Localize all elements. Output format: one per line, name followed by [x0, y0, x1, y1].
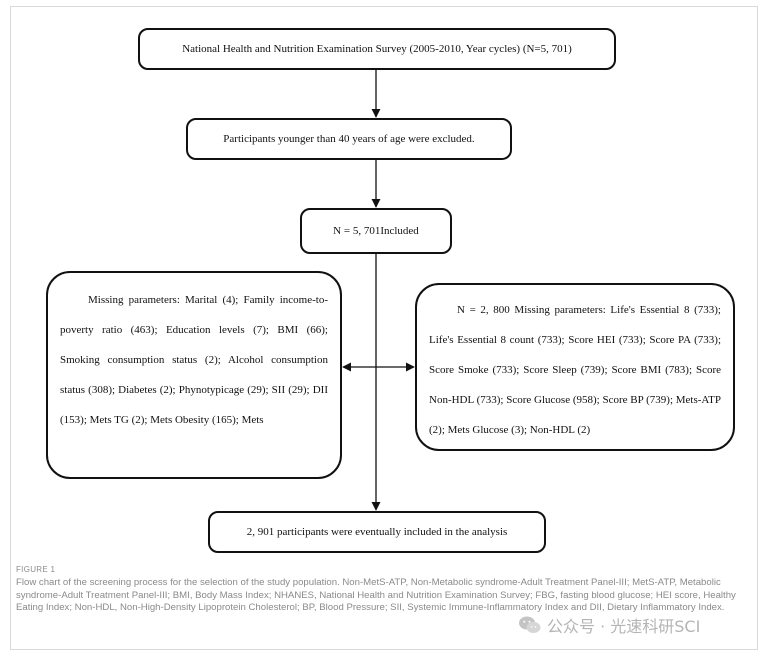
exclusion-box: Participants younger than 40 years of ag… — [186, 118, 512, 160]
missing-parameters-right-box: N = 2, 800 Missing parameters: Life's Es… — [415, 283, 735, 451]
survey-box-text: National Health and Nutrition Examinatio… — [182, 43, 572, 55]
included-box-text: N = 5, 701Included — [333, 225, 419, 237]
watermark: 公众号 · 光速科研SCI — [518, 613, 700, 637]
watermark-text: 公众号 · 光速科研SCI — [547, 617, 701, 636]
wechat-icon — [519, 616, 541, 633]
missing-left-text: Missing parameters: Marital (4); Family … — [60, 294, 328, 426]
final-box-text: 2, 901 participants were eventually incl… — [246, 526, 508, 538]
missing-parameters-left-box: Missing parameters: Marital (4); Family … — [46, 271, 342, 479]
exclusion-box-text: Participants younger than 40 years of ag… — [223, 133, 475, 145]
survey-box: National Health and Nutrition Examinatio… — [138, 28, 616, 70]
missing-right-text: N = 2, 800 Missing parameters: Life's Es… — [429, 304, 721, 436]
figure-caption: Flow chart of the screening process for … — [16, 577, 736, 613]
final-inclusion-box: 2, 901 participants were eventually incl… — [208, 511, 546, 553]
figure-label: FIGURE 1 — [16, 565, 56, 574]
included-box: N = 5, 701Included — [300, 208, 452, 254]
